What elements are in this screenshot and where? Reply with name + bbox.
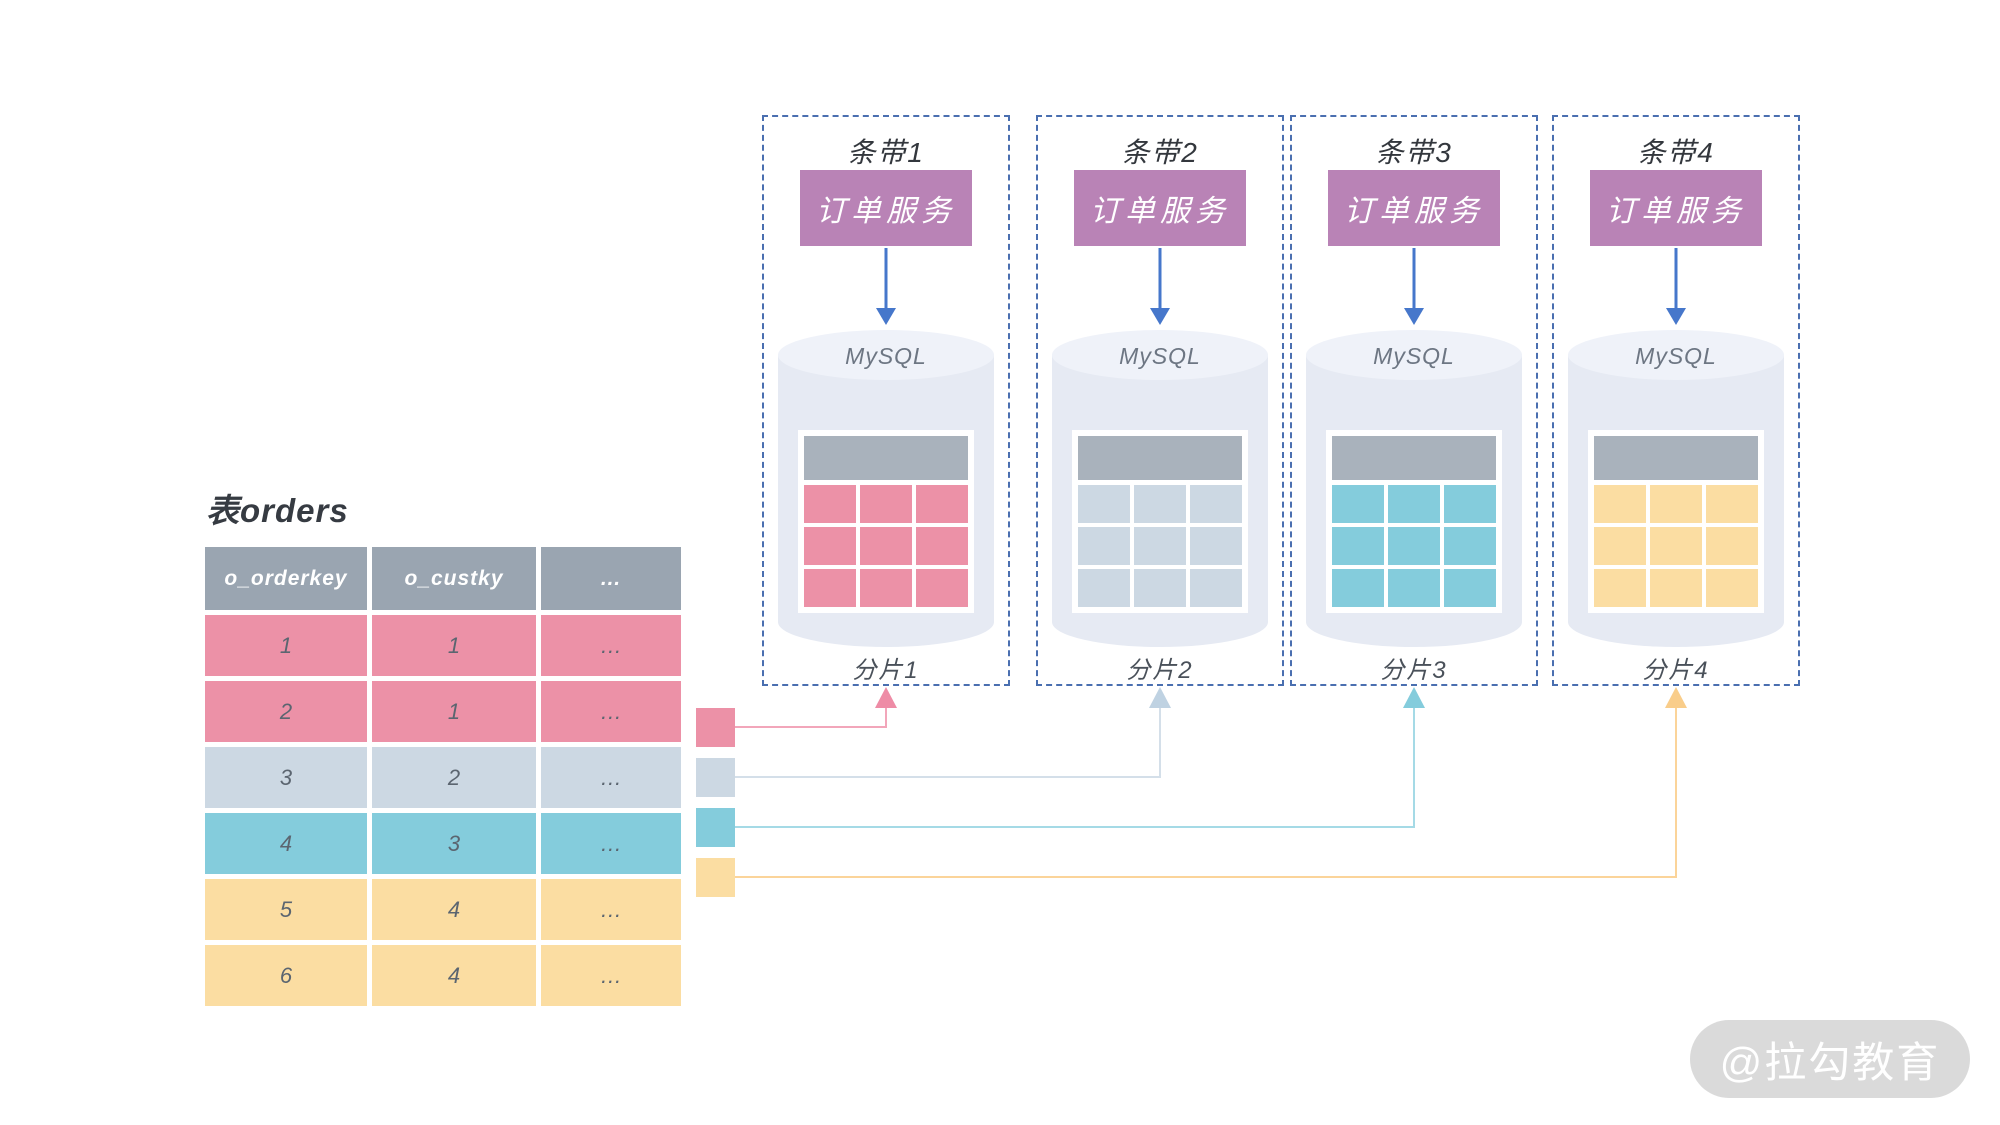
table-cell: 4	[372, 945, 536, 1006]
arrowhead-down-icon	[876, 308, 896, 325]
grid-cells	[1332, 485, 1496, 607]
table-cell: 4	[372, 879, 536, 940]
shard-data-grid	[1072, 430, 1248, 613]
cylinder-top-ellipse	[1052, 330, 1268, 380]
stripe-1-container: 条带1 订单服务 MySQL 分片1	[762, 115, 1010, 686]
cylinder-top-ellipse	[1306, 330, 1522, 380]
grid-cells	[1078, 485, 1242, 607]
arrowhead-up-icon	[1403, 687, 1425, 708]
connector-line	[735, 876, 1675, 878]
table-cell: …	[541, 681, 681, 742]
shard2-legend-square	[696, 758, 735, 797]
table-cell: …	[541, 615, 681, 676]
connector-line	[1159, 706, 1161, 778]
grid-cells	[1594, 485, 1758, 607]
table-cell: …	[541, 747, 681, 808]
table-cell: 5	[205, 879, 367, 940]
stripe-title: 条带2	[1121, 137, 1199, 168]
mysql-cylinder: MySQL	[1568, 330, 1784, 647]
table-cell: 3	[372, 813, 536, 874]
connector-line	[885, 706, 887, 728]
mysql-label: MySQL	[1373, 343, 1455, 369]
arrowhead-up-icon	[1149, 687, 1171, 708]
table-cell: …	[541, 813, 681, 874]
source-table-title: 表orders	[206, 492, 349, 529]
service-to-db-arrow	[1412, 248, 1416, 310]
grid-header-bar	[804, 436, 968, 480]
mysql-cylinder: MySQL	[778, 330, 994, 647]
table-cell: 4	[205, 813, 367, 874]
service-to-db-arrow	[884, 248, 888, 310]
table-cell: 2	[372, 747, 536, 808]
shard-data-grid	[1326, 430, 1502, 613]
connector-line	[1675, 706, 1677, 878]
table-cell: 6	[205, 945, 367, 1006]
shard-label: 分片4	[1642, 657, 1710, 684]
grid-header-bar	[1332, 436, 1496, 480]
mysql-cylinder: MySQL	[1306, 330, 1522, 647]
grid-header-bar	[1594, 436, 1758, 480]
cylinder-top-ellipse	[1568, 330, 1784, 380]
grid-cells	[804, 485, 968, 607]
service-to-db-arrow	[1158, 248, 1162, 310]
shard3-legend-square	[696, 808, 735, 847]
table-cell: 2	[205, 681, 367, 742]
shard-label: 分片2	[1126, 657, 1194, 684]
order-service-box: 订单服务	[800, 170, 972, 246]
source-table: o_orderkey o_custky … 1 1 … 2 1 … 3 2 … …	[205, 547, 681, 1006]
stripe-title: 条带1	[847, 137, 925, 168]
connector-line	[1413, 706, 1415, 828]
shard-data-grid	[798, 430, 974, 613]
table-cell: 3	[205, 747, 367, 808]
table-cell: 1	[372, 681, 536, 742]
stripe-title: 条带4	[1637, 137, 1715, 168]
column-header-orderkey: o_orderkey	[205, 547, 367, 610]
mysql-label: MySQL	[1119, 343, 1201, 369]
shard-label: 分片3	[1380, 657, 1448, 684]
column-header-more: …	[541, 547, 681, 610]
table-cell: …	[541, 879, 681, 940]
arrowhead-up-icon	[1665, 687, 1687, 708]
mysql-cylinder: MySQL	[1052, 330, 1268, 647]
lagou-watermark: @拉勾教育	[1690, 1020, 1970, 1098]
stripe-2-container: 条带2 订单服务 MySQL 分片2	[1036, 115, 1284, 686]
mysql-label: MySQL	[845, 343, 927, 369]
table-cell: 1	[372, 615, 536, 676]
grid-header-bar	[1078, 436, 1242, 480]
shard1-legend-square	[696, 708, 735, 747]
shard-label: 分片1	[852, 657, 920, 684]
table-cell: …	[541, 945, 681, 1006]
arrowhead-up-icon	[875, 687, 897, 708]
cylinder-top-ellipse	[778, 330, 994, 380]
table-cell: 1	[205, 615, 367, 676]
stripe-4-container: 条带4 订单服务 MySQL 分片4	[1552, 115, 1800, 686]
arrowhead-down-icon	[1666, 308, 1686, 325]
connector-line	[735, 826, 1413, 828]
connector-line	[735, 776, 1159, 778]
column-header-custky: o_custky	[372, 547, 536, 610]
order-service-box: 订单服务	[1328, 170, 1500, 246]
shard-data-grid	[1588, 430, 1764, 613]
order-service-box: 订单服务	[1074, 170, 1246, 246]
arrowhead-down-icon	[1404, 308, 1424, 325]
service-to-db-arrow	[1674, 248, 1678, 310]
connector-line	[735, 726, 885, 728]
shard4-legend-square	[696, 858, 735, 897]
stripe-3-container: 条带3 订单服务 MySQL 分片3	[1290, 115, 1538, 686]
mysql-label: MySQL	[1635, 343, 1717, 369]
arrowhead-down-icon	[1150, 308, 1170, 325]
order-service-box: 订单服务	[1590, 170, 1762, 246]
stripe-title: 条带3	[1375, 137, 1453, 168]
